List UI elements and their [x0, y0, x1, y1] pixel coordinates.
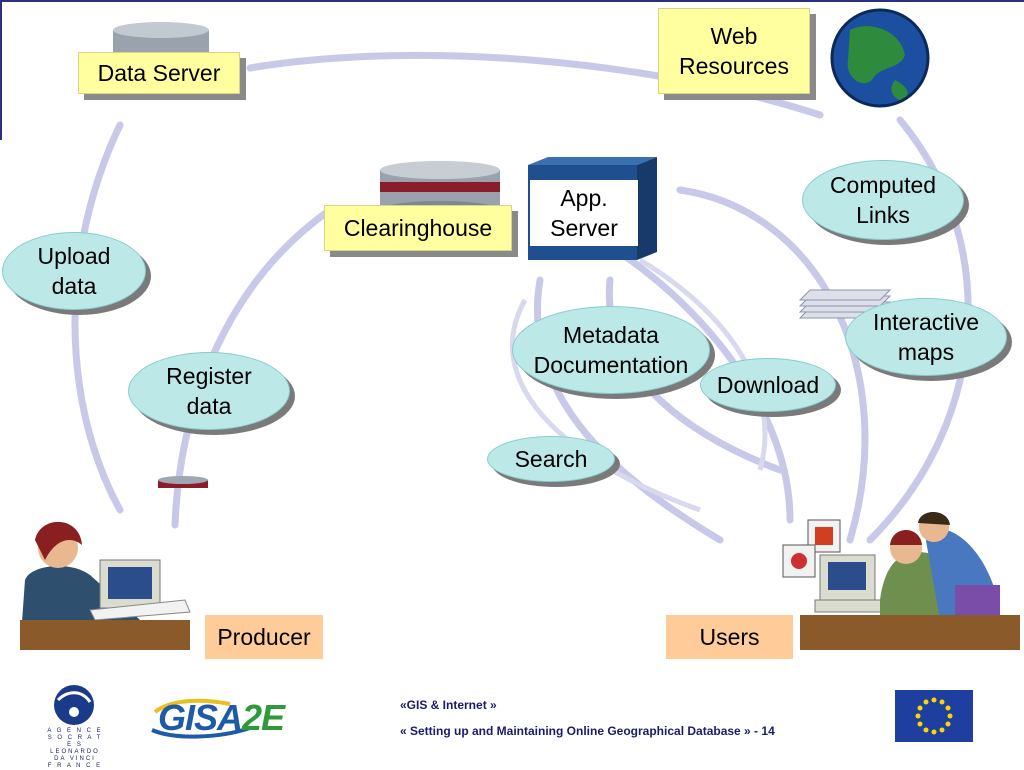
database-icon	[158, 476, 208, 488]
footer-title: «GIS & Internet »	[400, 698, 497, 712]
gisa-logo-2e: 2E	[242, 697, 285, 738]
data-server-label: Data Server	[78, 52, 240, 94]
gisa-logo-swoosh	[151, 698, 251, 739]
producer-label: Producer	[205, 615, 323, 659]
download-label: Download	[700, 358, 836, 412]
app-server-label: App. Server	[530, 180, 638, 246]
upload-data-label: Upload data	[2, 232, 146, 310]
clearinghouse-label: Clearinghouse	[324, 205, 512, 251]
users-label: Users	[666, 615, 793, 659]
person-at-computer-icon	[20, 521, 191, 650]
left-border	[0, 0, 2, 140]
socrates-text: A G E N C E S O C R A T E S LEONARDO DA …	[47, 728, 103, 769]
globe-icon	[830, 8, 930, 108]
arc-left-outer	[71, 121, 124, 514]
person-at-computer-icon	[782, 511, 1020, 650]
gisa-logo: GISA2E	[158, 697, 285, 739]
arc-top	[246, 51, 824, 119]
socrates-logo-icon	[54, 685, 94, 725]
register-data-label: Register data	[128, 352, 290, 430]
eu-flag-icon	[895, 690, 973, 742]
metadata-documentation-label: Metadata Documentation	[512, 306, 710, 394]
web-resources-label: Web Resources	[658, 8, 810, 94]
search-label: Search	[487, 436, 615, 482]
footer-subtitle: « Setting up and Maintaining Online Geog…	[400, 724, 775, 738]
gisa-logo-text: GISA	[158, 697, 243, 738]
computed-links-label: Computed Links	[802, 160, 964, 240]
arc-left-inner	[171, 206, 334, 529]
top-border	[0, 0, 1024, 2]
interactive-maps-label: Interactive maps	[845, 298, 1007, 376]
